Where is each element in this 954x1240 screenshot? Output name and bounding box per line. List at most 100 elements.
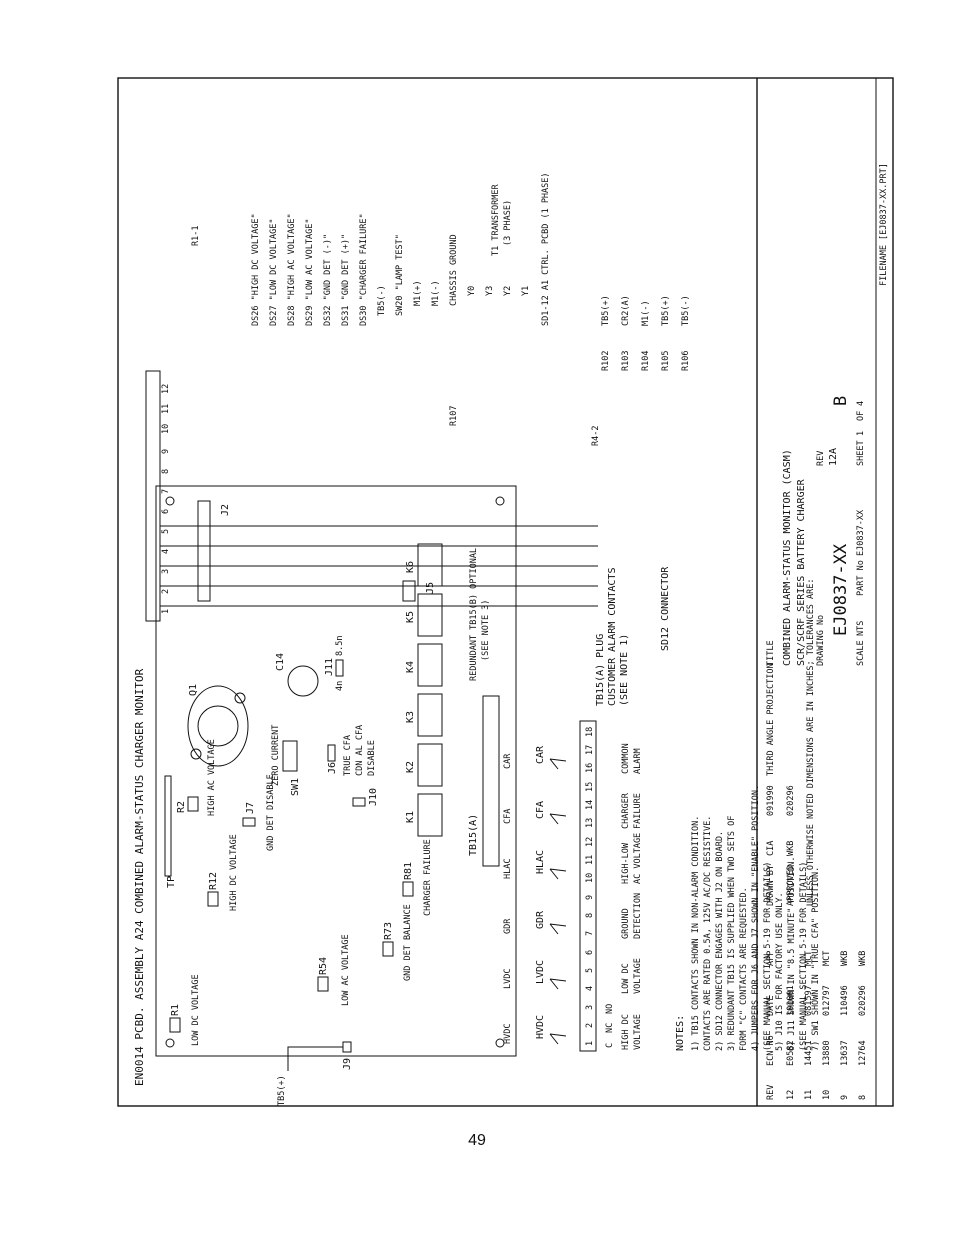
- scale-value: NTS: [856, 621, 866, 636]
- notes-heading: NOTES:: [675, 1015, 686, 1051]
- sig-tb5m: TB5(-): [377, 285, 387, 316]
- sig-r107: R107: [449, 406, 459, 426]
- relay-k5: [417, 593, 443, 637]
- title-line1: COMBINED ALARM-STATUS MONITOR (CASM): [782, 449, 793, 666]
- of-value: 4: [856, 401, 866, 406]
- group-cfa-code: CFA: [535, 801, 546, 819]
- j9-wire: [287, 1046, 343, 1071]
- res-r105-dest: TB5(+): [661, 295, 671, 326]
- pin-4: 4: [161, 549, 171, 554]
- ecn-row-12: E0582: [786, 1040, 796, 1066]
- high-ac-label: HIGH AC VOLTAGE: [207, 739, 217, 816]
- true-cfa-label: TRUE CFA: [343, 735, 353, 776]
- note-4b: (SEE MANUAL SECTION 5-19 FOR DETAILS): [763, 862, 773, 1051]
- term-12: 12: [585, 837, 595, 847]
- note-2: 2) SD12 CONNECTOR ENGAGES WITH J2 ON BOA…: [715, 831, 725, 1051]
- j11-4n-label: 4n: [335, 681, 345, 691]
- rev-row-8: 8: [858, 1095, 868, 1100]
- group-hvdc-code: HVDC: [535, 1015, 546, 1039]
- res-r102: R102: [601, 351, 611, 371]
- notes-block: NOTES: 1) TB15 CONTACTS SHOWN IN NON-ALA…: [675, 785, 821, 1051]
- j6-jumper: [327, 744, 336, 762]
- rev-big: B: [831, 396, 851, 406]
- sig-ds27: DS27 "LOW DC VOLTAGE": [269, 219, 279, 326]
- relay-k3: [417, 693, 443, 737]
- sw1-switch: [282, 740, 298, 772]
- r2-trimmer: [187, 796, 199, 812]
- res-r103: R103: [621, 351, 631, 371]
- filename: FILENAME [EJ0837-XX.PRT]: [879, 163, 889, 286]
- sig-y0: Y0: [467, 286, 477, 296]
- drawn-date: 091990: [766, 785, 776, 816]
- r12-trimmer: [207, 891, 219, 907]
- tb15a-label: TB15(A): [468, 814, 479, 856]
- pin-2: 2: [161, 589, 171, 594]
- note-1b: CONTACTS ARE RATED 0.5A, 125V AC/DC RESI…: [703, 816, 713, 1051]
- row-hlac: HLAC: [503, 859, 513, 879]
- term-6: 6: [585, 950, 595, 955]
- r2-label: R2: [176, 801, 187, 813]
- group-hlac-line2: AC VOLTAGE: [633, 833, 643, 884]
- note-5: 5) J10 IS FOR FACTORY USE ONLY.: [775, 892, 785, 1051]
- note-6a: 6) J11 SHOWN IN "8.5 MINUTE" POSITION.: [787, 857, 797, 1051]
- group-gdr-line2: DETECTION: [633, 893, 643, 939]
- sig-ds29: DS29 "LOW AC VOLTAGE": [305, 219, 315, 326]
- res-r104-dest: M1(-): [641, 300, 651, 326]
- j7-label: J7: [245, 802, 256, 814]
- cc-no: NO: [605, 1004, 615, 1014]
- r1-trimmer: [169, 1017, 181, 1033]
- mount-hole-2: [165, 496, 175, 506]
- ecn-header: ECN No: [766, 1035, 776, 1066]
- sd12-wires: [160, 525, 598, 607]
- customer-label: CUSTOMER ALARM CONTACTS: [607, 568, 618, 706]
- group-hvdc-line2: VOLTAGE: [633, 1014, 643, 1050]
- gnd-balance-label: GND DET BALANCE: [403, 904, 413, 981]
- group-car-line2: ALARM: [633, 748, 643, 774]
- redundant-label: REDUNDANT TB15(B) OPTIONAL: [469, 548, 479, 681]
- customer-note: (SEE NOTE 1): [619, 634, 630, 706]
- term-13: 13: [585, 818, 595, 828]
- drawn-by-label: DRAWN BY: [766, 865, 776, 906]
- group-car-line1: COMMON: [621, 743, 631, 774]
- j6-label: J6: [327, 762, 338, 774]
- pin-7: 7: [161, 489, 171, 494]
- group-lvdc-line2: VOLTAGE: [633, 958, 643, 994]
- r12-label: R12: [208, 872, 219, 890]
- sig-t1: T1 TRANSFORMER: [491, 183, 501, 256]
- projection-label: THIRD ANGLE PROJECTION: [766, 663, 776, 776]
- plug-label: TB15(A) PLUG: [595, 634, 606, 706]
- term-7: 7: [585, 931, 595, 936]
- title-block: REV ECN No DATE APP 12 E0582 101001 11 1…: [756, 78, 889, 1106]
- res-r105: R105: [661, 351, 671, 371]
- j7-jumper: [242, 817, 256, 827]
- drawing-no: EJ0837-XX: [831, 543, 851, 636]
- j9-tb5-label: TB5(+): [277, 1075, 287, 1106]
- sig-chassis: CHASSIS GROUND: [449, 234, 459, 306]
- sw1-label: SW1: [290, 778, 301, 796]
- term-14: 14: [585, 800, 595, 810]
- res-r106: R106: [681, 351, 691, 371]
- sig-y3: Y3: [485, 286, 495, 296]
- j5-connector: [402, 580, 416, 602]
- q1-transistor: [187, 685, 249, 767]
- pin-12: 12: [161, 384, 171, 394]
- r54-trimmer: [317, 976, 329, 992]
- r73-trimmer: [382, 941, 394, 957]
- cc-nc: NC: [605, 1023, 615, 1033]
- relay-k6-label: K6: [405, 561, 416, 573]
- sig-ds26: DS26 "HIGH DC VOLTAGE": [251, 213, 261, 326]
- app-header: APP: [766, 951, 776, 966]
- row-car: CAR: [503, 753, 513, 769]
- pin-1: 1: [161, 609, 171, 614]
- pin-6: 6: [161, 509, 171, 514]
- contact-symbols: [549, 758, 567, 1045]
- alarm-contacts: HVDC LVDC GDR HLAC CFA CAR 1 2 3 4 5 6 7…: [535, 568, 643, 1052]
- sig-t1-note: (3 PHASE): [503, 200, 513, 246]
- sig-ds32: DS32 "GND DET (-)": [323, 234, 333, 326]
- note-4a: 4) JUMPERS FOR J6 AND J7 SHOWN IN "ENABL…: [751, 785, 761, 1051]
- ecn-row-11: 14451: [804, 1040, 814, 1066]
- tp-header: [164, 775, 172, 877]
- pin-10: 10: [161, 424, 171, 434]
- mount-hole-1: [165, 1038, 175, 1048]
- term-11: 11: [585, 855, 595, 865]
